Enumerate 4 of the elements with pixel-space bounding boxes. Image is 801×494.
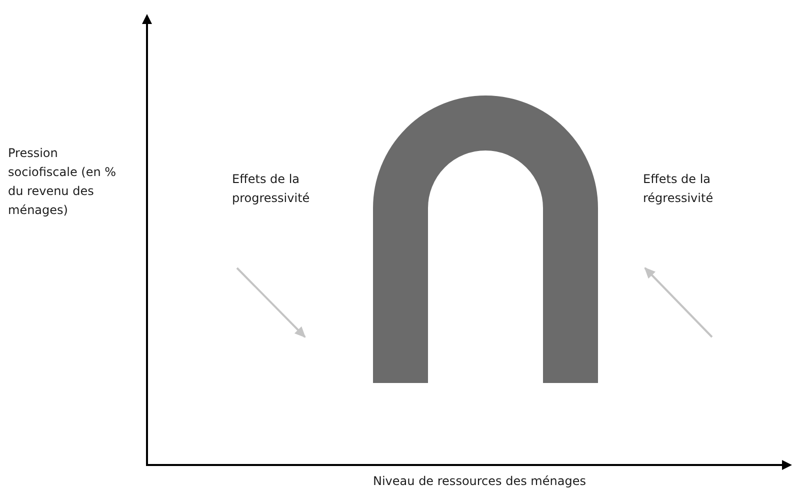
axis-label: Niveau de ressources des ménages xyxy=(373,473,587,490)
annotation-text: Effets de la régressivité xyxy=(643,171,714,207)
axis-label: Pression sociofiscale (en % du revenu des ménages) xyxy=(8,145,118,219)
annotation-text: Effets de la progressivité xyxy=(232,171,311,207)
